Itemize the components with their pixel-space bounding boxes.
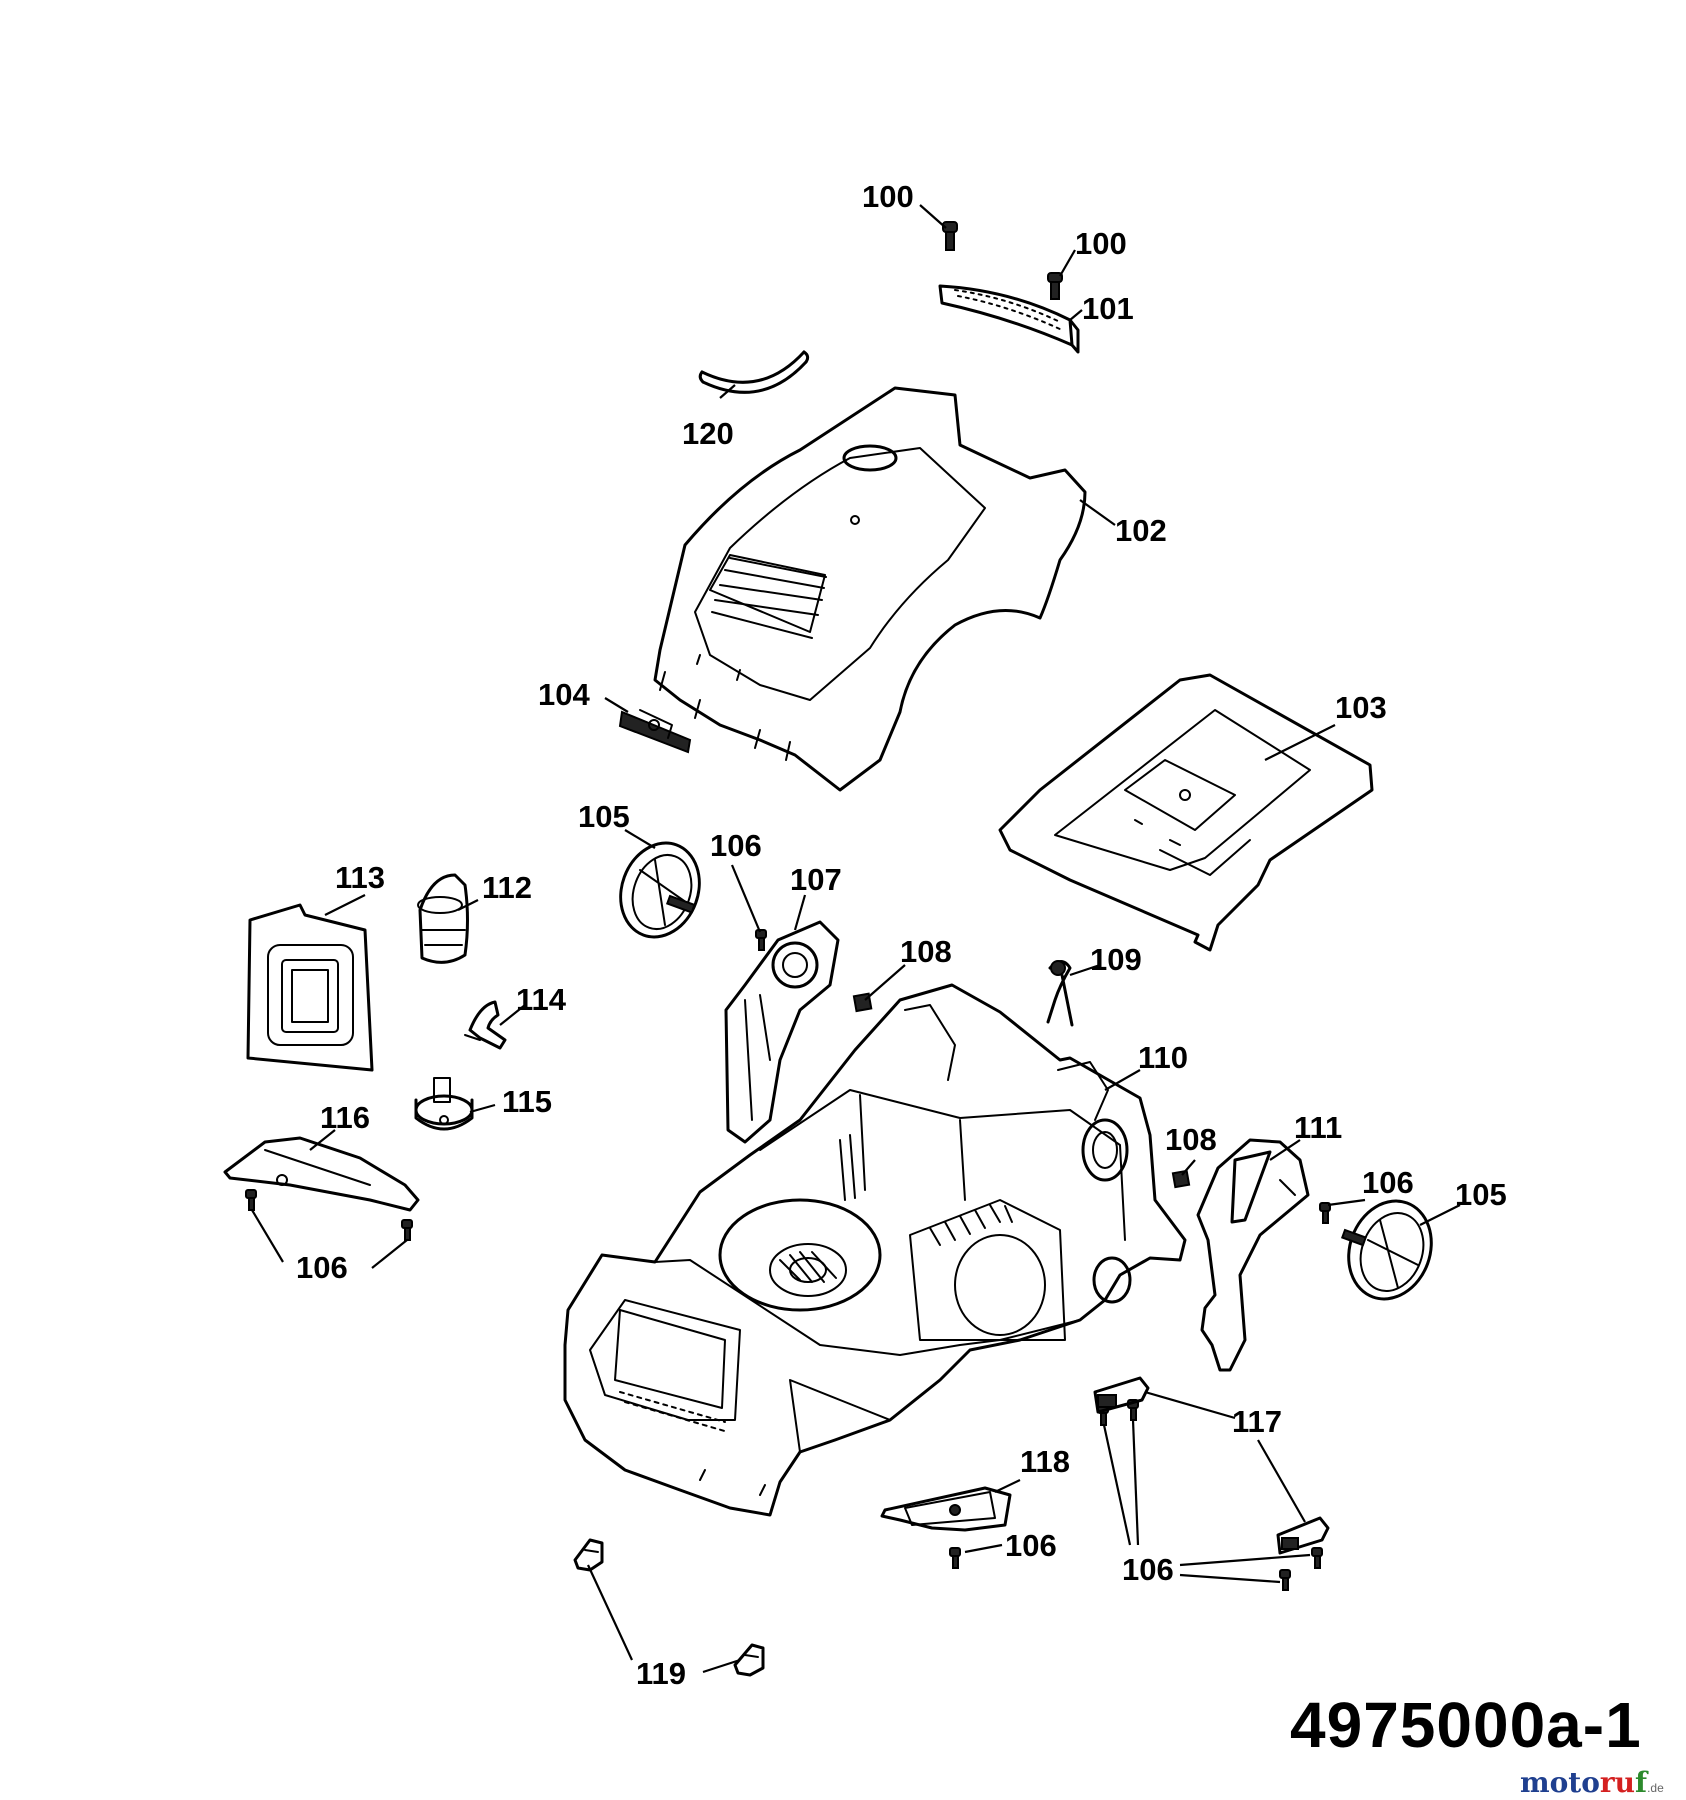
callout-119: 119: [636, 1656, 686, 1691]
callout-118: 118: [1020, 1444, 1070, 1479]
callout-117: 117: [1232, 1404, 1282, 1439]
callout-113: 113: [335, 860, 385, 895]
watermark-part: f: [1635, 1766, 1648, 1799]
part-117-latch-block-a[interactable]: [1093, 1376, 1150, 1414]
part-114-clip[interactable]: [464, 1000, 507, 1050]
part-106-screw-d[interactable]: [949, 1547, 961, 1569]
part-107-side-bracket-left[interactable]: [724, 920, 840, 1144]
part-102-motor-cover[interactable]: [653, 386, 1087, 792]
callout-108: 108: [900, 934, 952, 969]
part-105-wheel-right[interactable]: [1335, 1189, 1444, 1310]
callout-106: 106: [1005, 1528, 1057, 1563]
callout-120: 120: [682, 416, 734, 451]
callout-102: 102: [1115, 513, 1167, 548]
part-115-height-adjuster[interactable]: [414, 1077, 474, 1131]
part-117-latch-block-b[interactable]: [1276, 1516, 1330, 1555]
callout-106: 106: [710, 828, 762, 863]
part-109-spring[interactable]: [1046, 960, 1074, 1027]
callout-105: 105: [1455, 1177, 1507, 1212]
watermark-part: ru: [1599, 1766, 1636, 1799]
callout-107: 107: [790, 862, 842, 897]
part-108-nut-b[interactable]: [1171, 1169, 1191, 1189]
leader-lines: [251, 204, 1461, 1674]
watermark-part: moto: [1520, 1766, 1600, 1799]
callout-103: 103: [1335, 690, 1387, 725]
callout-114: 114: [516, 982, 567, 1017]
part-100-screw-right[interactable]: [1047, 272, 1063, 300]
part-111-side-bracket-right[interactable]: [1196, 1138, 1310, 1372]
watermark-part: .de: [1647, 1781, 1664, 1795]
diagram-id-label: 4975000a-1: [1290, 1689, 1642, 1761]
part-101-handle-grip[interactable]: [938, 284, 1080, 354]
part-112-knob[interactable]: [417, 873, 469, 964]
callout-105: 105: [578, 799, 630, 834]
callout-106: 106: [296, 1250, 348, 1285]
part-116-side-skirt[interactable]: [223, 1136, 420, 1212]
part-120-cable[interactable]: [698, 350, 810, 394]
part-104-latch[interactable]: [618, 709, 692, 754]
callouts: 100 100 101 120 102 104 103 105 106 107 …: [296, 179, 1507, 1691]
callout-100: 100: [1075, 226, 1127, 261]
part-119-clip-b[interactable]: [733, 1643, 765, 1677]
part-105-wheel-left[interactable]: [608, 832, 712, 948]
part-100-screw-top[interactable]: [942, 221, 958, 251]
part-106-screw-a[interactable]: [755, 929, 767, 951]
part-110-main-housing[interactable]: [563, 983, 1187, 1517]
part-103-grassbox-lid[interactable]: [998, 673, 1374, 952]
callout-101: 101: [1082, 291, 1134, 326]
part-106-screw-e3[interactable]: [1311, 1547, 1323, 1569]
callout-116: 116: [320, 1100, 370, 1135]
part-106-screw-c2[interactable]: [401, 1219, 413, 1241]
callout-109: 109: [1090, 942, 1142, 977]
part-113-filter-panel[interactable]: [246, 903, 374, 1072]
part-106-screw-c1[interactable]: [245, 1189, 257, 1211]
callout-115: 115: [502, 1084, 552, 1119]
part-119-clip-a[interactable]: [573, 1538, 604, 1572]
part-118-discharge-flap[interactable]: [880, 1486, 1012, 1532]
callout-112: 112: [482, 870, 532, 905]
callout-106: 106: [1122, 1552, 1174, 1587]
watermark-logo: motoruf.de: [1520, 1766, 1664, 1799]
part-106-screw-b[interactable]: [1319, 1202, 1331, 1224]
callout-108: 108: [1165, 1122, 1217, 1157]
callout-111: 111: [1294, 1110, 1342, 1145]
callout-100: 100: [862, 179, 914, 214]
callout-106: 106: [1362, 1165, 1414, 1200]
callout-104: 104: [538, 677, 590, 712]
part-106-screw-e4[interactable]: [1279, 1569, 1291, 1591]
callout-110: 110: [1138, 1040, 1188, 1075]
